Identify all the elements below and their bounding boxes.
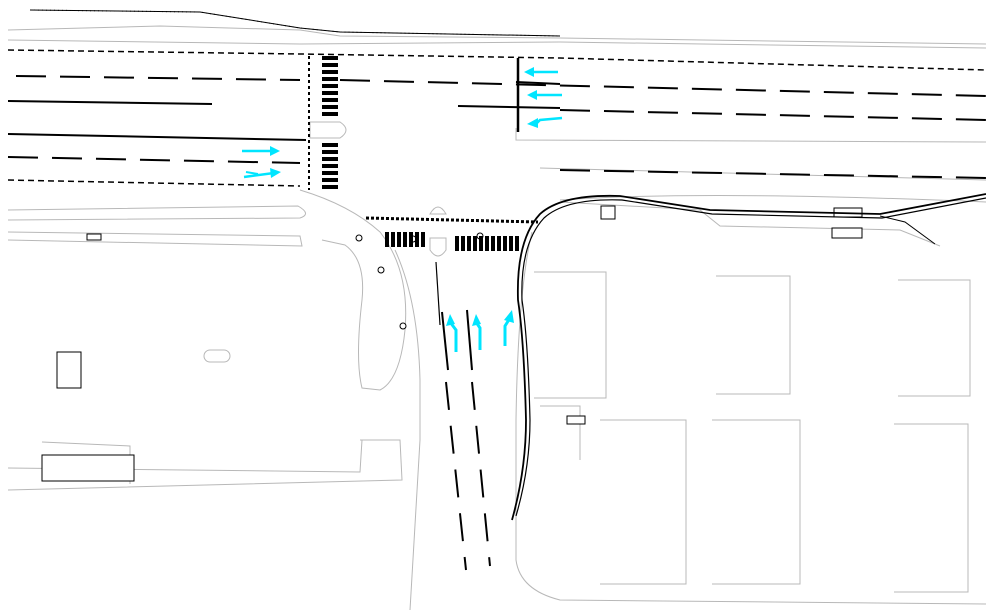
top-rail-base xyxy=(29,9,561,37)
south-median-island xyxy=(429,237,447,257)
eastbound-arrow-1-head xyxy=(270,146,280,156)
lane-line-north-1 xyxy=(15,75,301,81)
solid-line-west-2 xyxy=(7,133,307,141)
zebra-west xyxy=(322,56,338,189)
building-block-1 xyxy=(534,271,607,399)
south-lane-divider-solid xyxy=(435,261,441,326)
east-median-edge xyxy=(515,128,986,143)
south-lane-1-dashes xyxy=(445,381,467,571)
lane-line-east-2 xyxy=(559,109,986,121)
se-cabinet xyxy=(566,415,586,425)
east-bus-stop-box xyxy=(831,227,863,239)
building-block-4 xyxy=(600,419,687,585)
solid-line-west-1 xyxy=(7,100,213,105)
pole-1 xyxy=(355,234,363,242)
main-road-north-kerb xyxy=(7,39,986,49)
westbound-arrow-3-head xyxy=(527,118,538,128)
south-lane-1-solid xyxy=(441,311,449,371)
east-curve-line-a xyxy=(511,193,986,521)
lane-line-east-4 xyxy=(559,169,986,179)
northbound-arrow-3 xyxy=(503,317,512,346)
west-footpath-line xyxy=(7,231,303,247)
east-bus-bay xyxy=(559,201,941,247)
west-kiosk xyxy=(56,351,82,389)
northbound-arrow-2-head xyxy=(472,314,481,326)
south-arm-west-kerb xyxy=(394,249,421,610)
westbound-arrow-3 xyxy=(533,116,563,127)
building-block-3 xyxy=(898,279,971,397)
lane-markings xyxy=(7,9,986,571)
northbound-arrow-3-head xyxy=(504,310,514,323)
west-sign-box xyxy=(86,233,102,241)
solid-line-east-0 xyxy=(515,81,561,85)
southwest-corner-kerb xyxy=(299,189,407,391)
northbound-arrow-1-head xyxy=(446,314,455,326)
solid-line-east-1 xyxy=(457,105,561,109)
right-arrow-icon xyxy=(242,146,281,179)
stop-line-dotted-south xyxy=(365,216,539,224)
east-curve-stub xyxy=(879,215,936,245)
south-arm-east-kerb xyxy=(515,231,986,605)
se-inner-lot xyxy=(540,405,581,460)
lane-line-north-east xyxy=(339,79,986,97)
pole-3 xyxy=(399,322,407,330)
east-sign-box xyxy=(600,205,616,220)
zebra-south xyxy=(385,232,519,251)
west-bus-shelter xyxy=(41,454,135,482)
west-splitter-island xyxy=(309,121,347,139)
eastbound-arrow-2-fork xyxy=(245,171,259,175)
south-lane-2-dashes xyxy=(471,381,491,567)
eastbound-arrow-2-head xyxy=(270,168,281,178)
building-block-2 xyxy=(716,275,791,395)
pole-2 xyxy=(377,266,385,274)
left-arrow-icon xyxy=(524,67,563,128)
south-lane-2-solid xyxy=(466,309,473,371)
up-arrow-icon xyxy=(446,310,514,352)
northbound-arrow-1 xyxy=(448,321,458,352)
westbound-arrow-2-head xyxy=(527,90,537,100)
south-arm-verge xyxy=(7,439,403,491)
east-footpath xyxy=(559,194,986,203)
north-edge-dashes xyxy=(7,49,986,71)
northbound-arrow-2 xyxy=(474,321,482,350)
east-curve-line-b xyxy=(515,197,986,517)
building-block-6 xyxy=(894,423,969,593)
building-block-5 xyxy=(712,419,801,585)
lane-line-west-3 xyxy=(7,156,301,164)
west-manhole xyxy=(203,349,231,363)
south-edge-dashes-west xyxy=(7,179,301,187)
kerb-lines xyxy=(7,25,986,610)
top-boundary xyxy=(7,25,986,45)
eastbound-arrow-2 xyxy=(243,171,275,179)
west-arm-south-kerb xyxy=(7,205,306,221)
north-median-nose xyxy=(429,206,447,215)
westbound-arrow-1-head xyxy=(524,67,534,77)
top-rail-line xyxy=(29,9,561,37)
